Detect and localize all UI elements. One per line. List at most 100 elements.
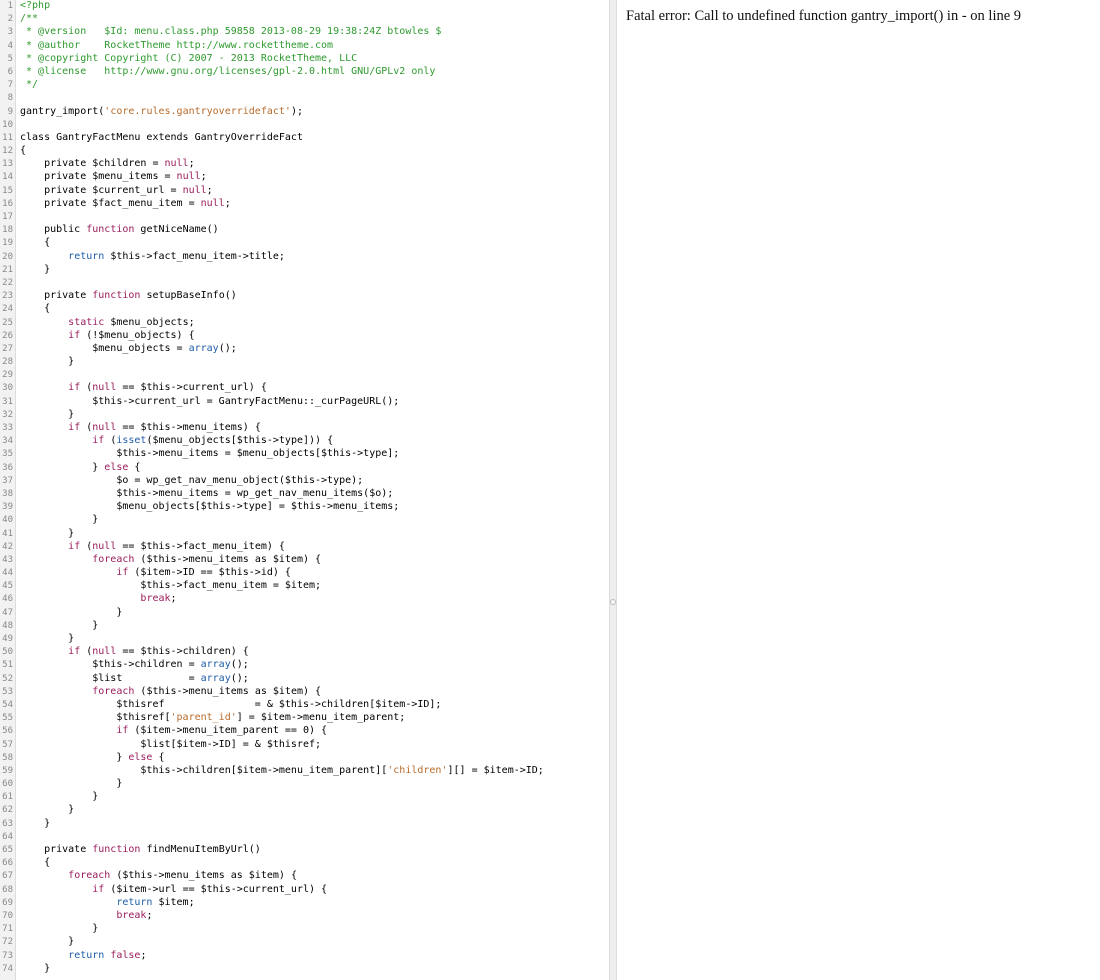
code-line[interactable]: 8 <box>0 91 609 104</box>
code-line[interactable]: 19 { <box>0 236 609 249</box>
code-line[interactable]: 29 <box>0 368 609 381</box>
code-line[interactable]: 4 * @author RocketTheme http://www.rocke… <box>0 39 609 52</box>
code-token: } <box>20 817 51 829</box>
code-line[interactable]: 6 * @license http://www.gnu.org/licenses… <box>0 65 609 78</box>
code-line[interactable]: 41 } <box>0 527 609 540</box>
code-line[interactable]: 50 if (null == $this->children) { <box>0 645 609 658</box>
code-line[interactable]: 7 */ <box>0 78 609 91</box>
code-line[interactable]: 14 private $menu_items = null; <box>0 170 609 183</box>
code-line[interactable]: 35 $this->menu_items = $menu_objects[$th… <box>0 447 609 460</box>
code-line[interactable]: 23 private function setupBaseInfo() <box>0 289 609 302</box>
line-number: 14 <box>2 172 13 183</box>
code-line[interactable]: 53 foreach ($this->menu_items as $item) … <box>0 685 609 698</box>
code-line[interactable]: 12{ <box>0 144 609 157</box>
code-token: ; <box>200 171 207 183</box>
code-line[interactable]: 2/** <box>0 12 609 25</box>
code-line[interactable]: 70 break; <box>0 909 609 922</box>
code-line[interactable]: 49 } <box>0 632 609 645</box>
code-text: if (!$menu_objects) { <box>15 329 194 342</box>
code-line[interactable]: 55 $thisref['parent_id'] = $item->menu_i… <box>0 711 609 724</box>
code-line[interactable]: 24 { <box>0 302 609 315</box>
code-line[interactable]: 60 } <box>0 777 609 790</box>
code-line[interactable]: 63 } <box>0 817 609 830</box>
code-line[interactable]: 3 * @version $Id: menu.class.php 59858 2… <box>0 25 609 38</box>
line-number: 45 <box>2 581 13 592</box>
code-line[interactable]: 44 if ($item->ID == $this->id) { <box>0 566 609 579</box>
code-token: ); <box>290 105 303 117</box>
code-line[interactable]: 15 private $current_url = null; <box>0 184 609 197</box>
code-token: { <box>152 751 165 763</box>
code-token: $list = <box>20 672 201 684</box>
code-line[interactable]: 56 if ($item->menu_item_parent == 0) { <box>0 724 609 737</box>
line-number: 73 <box>2 950 13 961</box>
code-line[interactable]: 68 if ($item->url == $this->current_url)… <box>0 883 609 896</box>
code-token: null <box>182 184 207 196</box>
code-line[interactable]: 57 $list[$item->ID] = & $thisref; <box>0 738 609 751</box>
code-line[interactable]: 67 foreach ($this->menu_items as $item) … <box>0 869 609 882</box>
line-number: 30 <box>2 383 13 394</box>
code-line[interactable]: 61 } <box>0 790 609 803</box>
code-line[interactable]: 25 static $menu_objects; <box>0 316 609 329</box>
code-token <box>20 422 68 433</box>
code-line[interactable]: 28 } <box>0 355 609 368</box>
code-line[interactable]: 31 $this->current_url = GantryFactMenu::… <box>0 395 609 408</box>
code-line[interactable]: 26 if (!$menu_objects) { <box>0 329 609 342</box>
code-line[interactable]: 27 $menu_objects = array(); <box>0 342 609 355</box>
code-line[interactable]: 13 private $children = null; <box>0 157 609 170</box>
code-line[interactable]: 22 <box>0 276 609 289</box>
code-line[interactable]: 42 if (null == $this->fact_menu_item) { <box>0 540 609 553</box>
code-line[interactable]: 37 $o = wp_get_nav_menu_object($this->ty… <box>0 474 609 487</box>
code-line[interactable]: 52 $list = array(); <box>0 672 609 685</box>
code-line[interactable]: 74 } <box>0 962 609 975</box>
code-line[interactable]: 40 } <box>0 513 609 526</box>
pane-splitter[interactable] <box>609 0 617 980</box>
code-token <box>20 593 140 604</box>
code-line[interactable]: 72 } <box>0 935 609 948</box>
code-token: { <box>20 237 51 249</box>
code-line[interactable]: 38 $this->menu_items = wp_get_nav_menu_i… <box>0 487 609 500</box>
code-line[interactable]: 33 if (null == $this->menu_items) { <box>0 421 609 434</box>
code-token: ($menu_objects[$this->type])) { <box>146 435 334 447</box>
code-line[interactable]: 20 return $this->fact_menu_item->title; <box>0 250 609 263</box>
code-text: if (null == $this->fact_menu_item) { <box>15 540 285 553</box>
code-line[interactable]: 30 if (null == $this->current_url) { <box>0 381 609 394</box>
code-line[interactable]: 65 private function findMenuItemByUrl() <box>0 843 609 856</box>
code-line[interactable]: 54 $thisref = & $this->children[$item->I… <box>0 698 609 711</box>
code-line[interactable]: 45 $this->fact_menu_item = $item; <box>0 579 609 592</box>
code-line[interactable]: 18 public function getNiceName() <box>0 223 609 236</box>
code-text: $thisref = & $this->children[$item->ID]; <box>15 698 441 711</box>
code-line[interactable]: 58 } else { <box>0 751 609 764</box>
code-line[interactable]: 64 <box>0 830 609 843</box>
code-line[interactable]: 47 } <box>0 606 609 619</box>
line-number: 32 <box>2 409 13 420</box>
code-line[interactable]: 21 } <box>0 263 609 276</box>
code-token: false <box>110 949 141 961</box>
code-token: } <box>20 527 75 539</box>
code-line[interactable]: 48 } <box>0 619 609 632</box>
code-line[interactable]: 5 * @copyright Copyright (C) 2007 - 2013… <box>0 52 609 65</box>
code-text: if (null == $this->current_url) { <box>15 381 267 394</box>
code-line[interactable]: 69 return $item; <box>0 896 609 909</box>
code-line[interactable]: 46 break; <box>0 592 609 605</box>
code-line[interactable]: 73 return false; <box>0 949 609 962</box>
code-line[interactable]: 32 } <box>0 408 609 421</box>
code-line[interactable]: 43 foreach ($this->menu_items as $item) … <box>0 553 609 566</box>
code-line[interactable]: 17 <box>0 210 609 223</box>
code-line[interactable]: 62 } <box>0 803 609 816</box>
code-line[interactable]: 16 private $fact_menu_item = null; <box>0 197 609 210</box>
drag-handle-icon[interactable] <box>610 599 616 605</box>
code-line[interactable]: 59 $this->children[$item->menu_item_pare… <box>0 764 609 777</box>
code-line[interactable]: 71 } <box>0 922 609 935</box>
code-line[interactable]: 34 if (isset($menu_objects[$this->type])… <box>0 434 609 447</box>
code-line[interactable]: 39 $menu_objects[$this->type] = $this->m… <box>0 500 609 513</box>
code-line[interactable]: 51 $this->children = array(); <box>0 658 609 671</box>
line-number: 61 <box>2 792 13 803</box>
code-line[interactable]: 36 } else { <box>0 461 609 474</box>
code-line[interactable]: 10 <box>0 118 609 131</box>
code-line[interactable]: 66 { <box>0 856 609 869</box>
code-line[interactable]: 1<?php <box>0 0 609 12</box>
